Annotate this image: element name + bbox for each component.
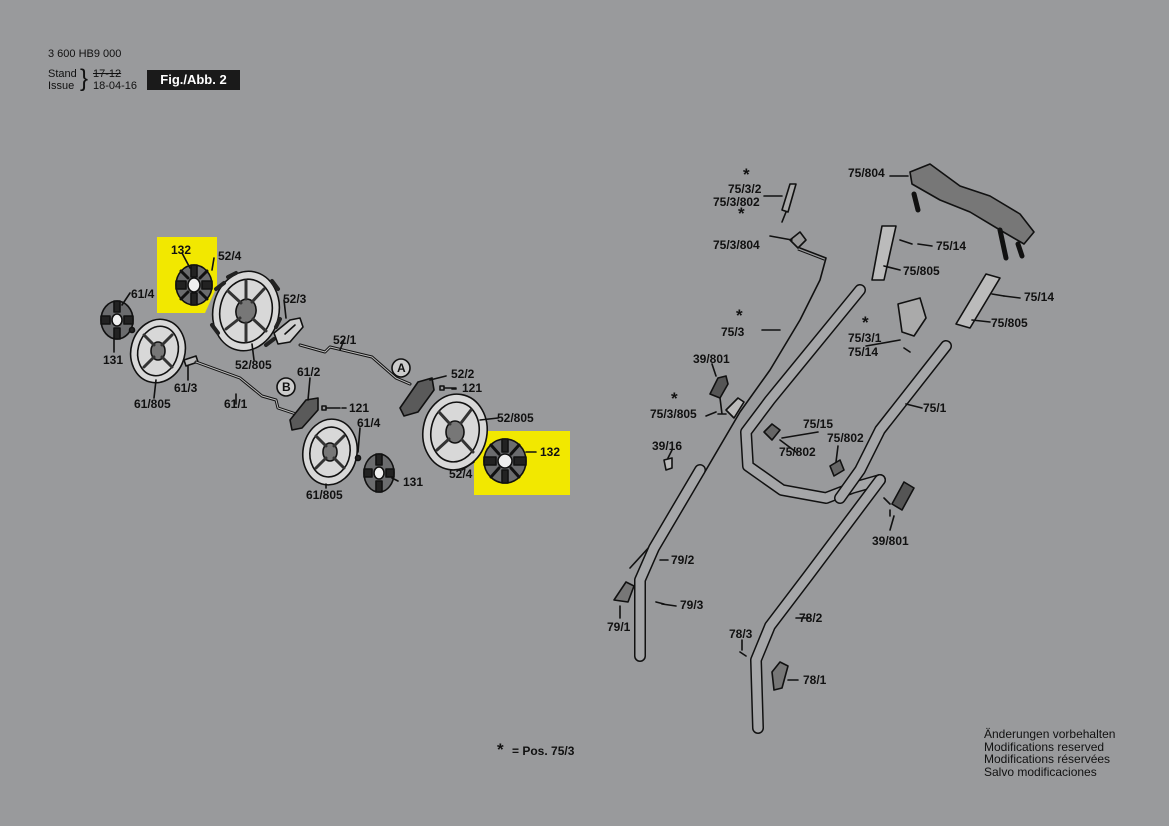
- lever-39-801-right: [891, 481, 915, 511]
- wheel-61-805-bottom: [301, 418, 359, 486]
- callout-39-801-left: 39/801: [693, 352, 730, 366]
- screw-121-a: [439, 385, 457, 391]
- callout-75-3-1: 75/3/1: [848, 331, 882, 345]
- callout-52-4-bottom: 52/4: [449, 467, 473, 481]
- legend-text: = Pos. 75/3: [512, 744, 575, 758]
- callout-75-805-b: 75/805: [991, 316, 1028, 330]
- disclaimer-en: Modifications reserved: [984, 739, 1105, 754]
- stand-old-date: 17-12: [93, 68, 122, 80]
- issue-date: 18-04-16: [93, 80, 138, 92]
- disclaimer: Änderungen vorbehalten Modifications res…: [984, 728, 1115, 778]
- marker-a: A: [397, 361, 406, 375]
- clip-75-3-2: [781, 183, 797, 223]
- document-number: 3 600 HB9 000: [48, 48, 122, 60]
- callout-61-805-bottom: 61/805: [306, 488, 343, 502]
- callout-39-16: 39/16: [652, 439, 683, 453]
- star-75-3-805: *: [671, 389, 678, 408]
- callout-61-2: 61/2: [297, 365, 321, 379]
- callout-61-805-left: 61/805: [134, 397, 171, 411]
- callout-131-bottom: 131: [403, 475, 424, 489]
- callout-75-802-left: 75/802: [779, 445, 816, 459]
- callout-61-1: 61/1: [224, 397, 248, 411]
- part-75-3-804: [789, 231, 807, 249]
- callout-75-3-804: 75/3/804: [713, 238, 760, 252]
- callout-132-top: 132: [171, 243, 192, 257]
- hub-cap-132-bottom: [483, 438, 527, 484]
- hub-cap-131-bottom: [363, 453, 395, 493]
- callout-75-15: 75/15: [803, 417, 834, 431]
- callout-78-2: 78/2: [799, 611, 823, 625]
- brace: }: [80, 65, 89, 92]
- callout-79-2: 79/2: [671, 553, 695, 567]
- callout-61-4-bottom: 61/4: [357, 416, 381, 430]
- callout-75-3-805: 75/3/805: [650, 407, 697, 421]
- callout-75-804: 75/804: [848, 166, 885, 180]
- marker-b-circle: [276, 377, 296, 397]
- disclaimer-es: Salvo modificaciones: [984, 764, 1097, 779]
- hub-cap-131-left: [100, 300, 134, 340]
- hub-cap-132-top: [175, 264, 213, 306]
- callout-52-805-top: 52/805: [235, 358, 272, 372]
- callout-52-3: 52/3: [283, 292, 307, 306]
- callout-132-bottom: 132: [540, 445, 561, 459]
- part-75-802: [829, 459, 845, 477]
- callout-79-1: 79/1: [607, 620, 631, 634]
- disclaimer-de: Änderungen vorbehalten: [984, 727, 1116, 741]
- callout-131-left: 131: [103, 353, 124, 367]
- clamp-79-1: [613, 581, 635, 603]
- clamp-78-1: [771, 661, 789, 691]
- callout-78-1: 78/1: [803, 673, 827, 687]
- wheel-52-805-top: [210, 270, 282, 352]
- wheel-52-805-bottom: [422, 393, 488, 471]
- part-75-15: [763, 423, 781, 441]
- callout-121-b: 121: [349, 401, 370, 415]
- callout-75-14-c: 75/14: [848, 345, 879, 359]
- callout-75-3: 75/3: [721, 325, 745, 339]
- callout-52-805-bottom: 52/805: [497, 411, 534, 425]
- lever-39-801-left: [709, 375, 729, 399]
- marker-b: B: [282, 380, 291, 394]
- callout-75-3-802: 75/3/802: [713, 195, 760, 209]
- callout-52-2: 52/2: [451, 367, 475, 381]
- callout-75-805-a: 75/805: [903, 264, 940, 278]
- callout-75-14-b: 75/14: [1024, 290, 1055, 304]
- bracket-61-2: [289, 397, 319, 431]
- callout-79-3: 79/3: [680, 598, 704, 612]
- callout-78-3: 78/3: [729, 627, 753, 641]
- star-75-3: *: [736, 306, 743, 325]
- callout-61-3: 61/3: [174, 381, 198, 395]
- callout-75-14-a: 75/14: [936, 239, 967, 253]
- callout-75-802-right: 75/802: [827, 431, 864, 445]
- part-75-3-1: [897, 297, 927, 337]
- callout-121-a: 121: [462, 381, 483, 395]
- star-75-3-804: *: [738, 204, 745, 223]
- callout-75-3-2: 75/3/2: [728, 182, 762, 196]
- bracket-52-2: [399, 377, 435, 417]
- callout-39-801-right: 39/801: [872, 534, 909, 548]
- disclaimer-fr: Modifications réservées: [984, 752, 1111, 766]
- part-39-16: [663, 457, 673, 471]
- screw-121-b: [321, 405, 341, 411]
- callout-52-1: 52/1: [333, 333, 357, 347]
- legend-star: *: [497, 740, 504, 759]
- figure-badge: Fig./Abb. 2: [147, 70, 240, 90]
- issue-label: Issue: [48, 80, 75, 92]
- star-75-3-1: *: [862, 313, 869, 332]
- wheel-61-805-left: [129, 318, 187, 384]
- callout-52-4-top: 52/4: [218, 249, 242, 263]
- marker-a-circle: [391, 358, 411, 378]
- part-75-3-805: [725, 397, 745, 419]
- callout-61-4-left: 61/4: [131, 287, 155, 301]
- star-75-3-2: *: [743, 165, 750, 184]
- callout-75-1: 75/1: [923, 401, 947, 415]
- crossbar-75-804: [909, 163, 1035, 245]
- lower-handle-78-2: [750, 474, 886, 734]
- stand-label: Stand: [48, 68, 77, 80]
